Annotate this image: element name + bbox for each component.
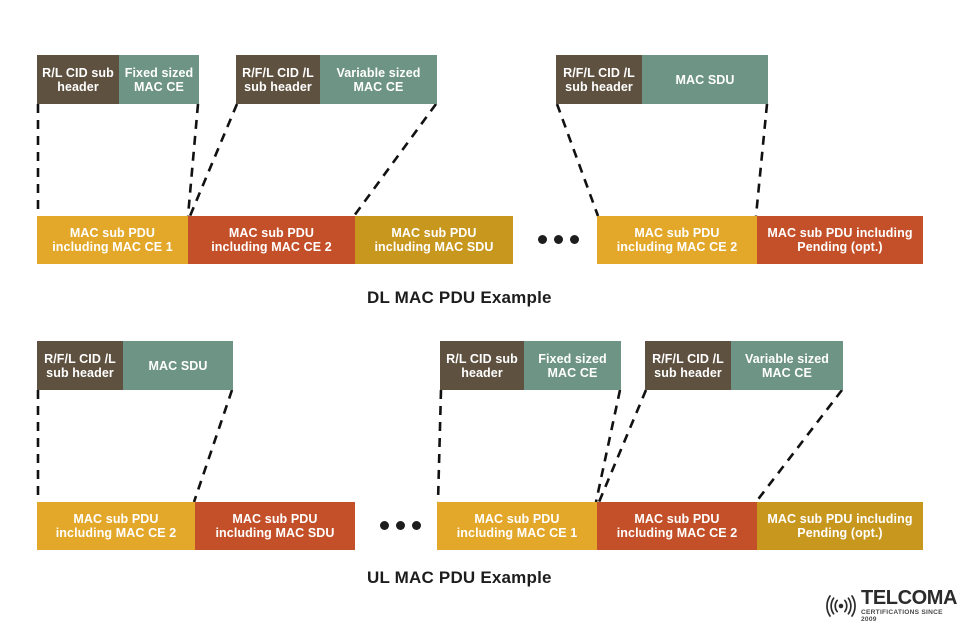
ul-pdu-block-2: MAC sub PDU including MAC SDU	[195, 502, 355, 550]
ul-pdu-block-1: MAC sub PDU including MAC CE 2	[37, 502, 195, 550]
telcoma-logo: TELCOMA CERTIFICATIONS SINCE 2009	[824, 588, 957, 624]
logo-tagline: CERTIFICATIONS SINCE 2009	[861, 609, 943, 623]
ul-pdu-block-4: MAC sub PDU including MAC CE 2	[597, 502, 757, 550]
dl-caption: DL MAC PDU Example	[367, 288, 552, 307]
ul-pdu-block-5: MAC sub PDU including Pending (opt.)	[757, 502, 923, 550]
ul-payload-2: Fixed sized MAC CE	[524, 341, 621, 390]
ul-sub-header-3: R/F/L CID /L sub header	[645, 341, 731, 390]
logo-brand: TELCOMA	[861, 587, 958, 610]
ul-payload-3: Variable sized MAC CE	[731, 341, 843, 390]
dl-payload-3: MAC SDU	[642, 55, 768, 104]
dl-sub-header-2: R/F/L CID /L sub header	[236, 55, 320, 104]
dl-payload-2: Variable sized MAC CE	[320, 55, 437, 104]
wifi-signal-icon	[826, 595, 856, 617]
dl-pdu-block-2: MAC sub PDU including MAC CE 2	[188, 216, 355, 264]
dl-sub-header-1: R/L CID sub header	[37, 55, 119, 104]
ul-caption: UL MAC PDU Example	[367, 568, 552, 587]
ul-ellipsis	[380, 521, 421, 530]
dl-ellipsis	[538, 235, 579, 244]
ul-sub-header-1: R/F/L CID /L sub header	[37, 341, 123, 390]
dl-pdu-block-5: MAC sub PDU including Pending (opt.)	[757, 216, 923, 264]
dl-pdu-block-4: MAC sub PDU including MAC CE 2	[597, 216, 757, 264]
dl-sub-header-3: R/F/L CID /L sub header	[556, 55, 642, 104]
ul-payload-1: MAC SDU	[123, 341, 233, 390]
ul-sub-header-2: R/L CID sub header	[440, 341, 524, 390]
dl-pdu-block-3: MAC sub PDU including MAC SDU	[355, 216, 513, 264]
dl-pdu-block-1: MAC sub PDU including MAC CE 1	[37, 216, 188, 264]
dl-payload-1: Fixed sized MAC CE	[119, 55, 199, 104]
ul-pdu-block-3: MAC sub PDU including MAC CE 1	[437, 502, 597, 550]
